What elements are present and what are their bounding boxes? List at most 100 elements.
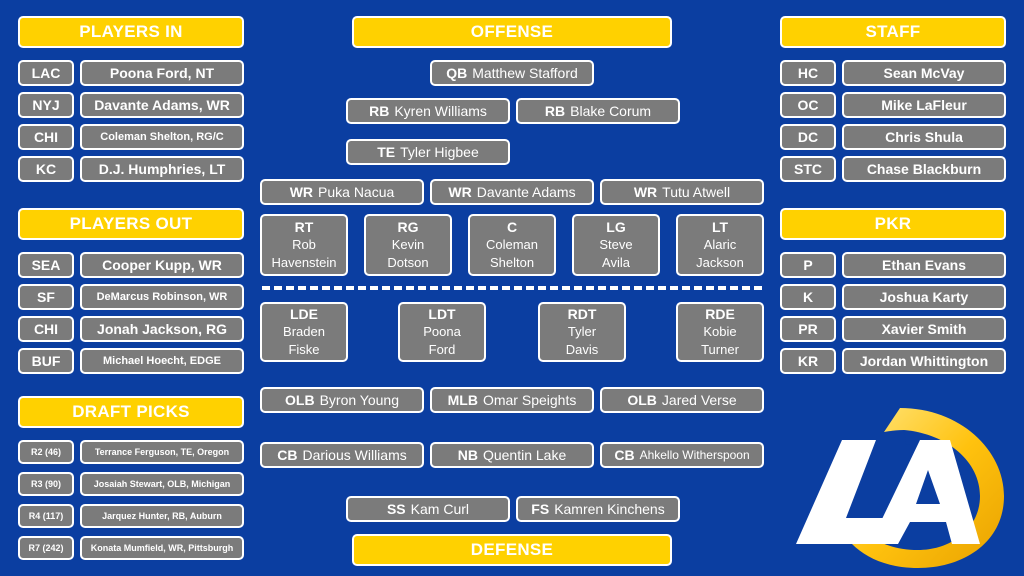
position-label: LDE — [290, 306, 318, 322]
defense-header: DEFENSE — [352, 534, 672, 566]
player-last-name: Ford — [428, 342, 456, 357]
player-first-name: Braden — [283, 324, 325, 339]
players-out-team: SEA — [18, 252, 74, 278]
position-label: RDE — [705, 306, 735, 322]
player-name: Quentin Lake — [482, 447, 567, 463]
position-label: LDT — [428, 306, 456, 322]
player-name: Byron Young — [319, 392, 399, 408]
player-first-name: Steve — [599, 237, 633, 252]
players-in-team: CHI — [18, 124, 74, 150]
player-name: Kam Curl — [410, 501, 470, 517]
player-last-name: Turner — [701, 342, 739, 357]
player-name: Tutu Atwell — [662, 184, 731, 200]
player-last-name: Davis — [565, 342, 599, 357]
player-last-name: Shelton — [489, 255, 535, 270]
player-first-name: Poona — [423, 324, 461, 339]
pkr-role: KR — [780, 348, 836, 374]
player-first-name: Rob — [292, 237, 316, 252]
position-label: LG — [606, 219, 626, 235]
position-label: CB — [614, 447, 635, 463]
players-in-team: KC — [18, 156, 74, 182]
draft-pick-number: R4 (117) — [18, 504, 74, 528]
position-label: FS — [531, 501, 550, 517]
players-out-team: CHI — [18, 316, 74, 342]
draft-pick-number: R7 (242) — [18, 536, 74, 560]
staff-role: STC — [780, 156, 836, 182]
players-in-team: LAC — [18, 60, 74, 86]
ol-rg-box: RG Kevin Dotson — [364, 214, 452, 276]
staff-header: STAFF — [780, 16, 1006, 48]
staff-role: DC — [780, 124, 836, 150]
staff-name: Chase Blackburn — [842, 156, 1006, 182]
staff-name: Sean McVay — [842, 60, 1006, 86]
la-rams-logo-icon — [796, 408, 1004, 568]
pkr-role: PR — [780, 316, 836, 342]
staff-role: HC — [780, 60, 836, 86]
players-in-player: Poona Ford, NT — [80, 60, 244, 86]
player-name: Kamren Kinchens — [554, 501, 665, 517]
position-label: RB — [369, 103, 390, 119]
players-in-player: D.J. Humphries, LT — [80, 156, 244, 182]
position-label: WR — [633, 184, 658, 200]
players-out-header: PLAYERS OUT — [18, 208, 244, 240]
position-label: RG — [397, 219, 419, 235]
pkr-header: PKR — [780, 208, 1006, 240]
position-label: CB — [277, 447, 298, 463]
position-label: WR — [289, 184, 314, 200]
position-label: RT — [294, 219, 314, 235]
players-in-player: Coleman Shelton, RG/C — [80, 124, 244, 150]
player-last-name: Jackson — [696, 255, 744, 270]
draft-pick-number: R2 (46) — [18, 440, 74, 464]
draft-pick-player: Terrance Ferguson, TE, Oregon — [80, 440, 244, 464]
pkr-role: P — [780, 252, 836, 278]
position-label: NB — [457, 447, 478, 463]
player-first-name: Coleman — [485, 237, 539, 252]
dl-rdt-box: RDT Tyler Davis — [538, 302, 626, 362]
player-name: Omar Speights — [482, 392, 577, 408]
player-first-name: Kobie — [703, 324, 737, 339]
offense-header: OFFENSE — [352, 16, 672, 48]
cb2-box: CB Ahkello Witherspoon — [600, 442, 764, 468]
dl-ldt-box: LDT Poona Ford — [398, 302, 486, 362]
player-last-name: Fiske — [288, 342, 320, 357]
draft-pick-player: Konata Mumfield, WR, Pittsburgh — [80, 536, 244, 560]
draft-picks-header: DRAFT PICKS — [18, 396, 244, 428]
players-in-header: PLAYERS IN — [18, 16, 244, 48]
players-out-team: BUF — [18, 348, 74, 374]
pkr-name: Ethan Evans — [842, 252, 1006, 278]
position-label: RDT — [567, 306, 597, 322]
player-last-name: Havenstein — [271, 255, 337, 270]
players-in-player: Davante Adams, WR — [80, 92, 244, 118]
position-label: OLB — [285, 392, 315, 408]
player-first-name: Alaric — [703, 237, 737, 252]
player-name: Puka Nacua — [318, 184, 395, 200]
pkr-role: K — [780, 284, 836, 310]
position-label: TE — [377, 144, 396, 160]
players-out-player: DeMarcus Robinson, WR — [80, 284, 244, 310]
position-label: LT — [711, 219, 729, 235]
pkr-name: Joshua Karty — [842, 284, 1006, 310]
staff-role: OC — [780, 92, 836, 118]
players-in-team: NYJ — [18, 92, 74, 118]
staff-name: Mike LaFleur — [842, 92, 1006, 118]
ol-c-box: C Coleman Shelton — [468, 214, 556, 276]
player-name: Matthew Stafford — [472, 65, 578, 81]
player-name: Blake Corum — [570, 103, 652, 119]
draft-pick-player: Jarquez Hunter, RB, Auburn — [80, 504, 244, 528]
player-name: Ahkello Witherspoon — [639, 448, 750, 462]
staff-name: Chris Shula — [842, 124, 1006, 150]
ol-lt-box: LT Alaric Jackson — [676, 214, 764, 276]
draft-pick-player: Josaiah Stewart, OLB, Michigan — [80, 472, 244, 496]
position-label: RB — [544, 103, 566, 119]
